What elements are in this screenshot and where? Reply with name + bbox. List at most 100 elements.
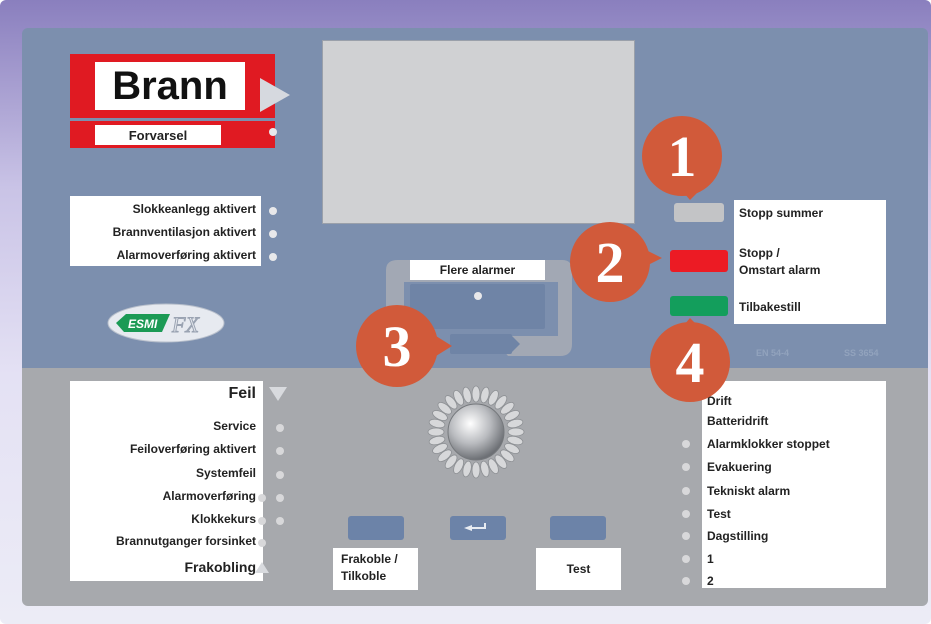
frakoble-label-box	[333, 548, 418, 590]
knob-tooth	[444, 395, 458, 410]
control-knob[interactable]	[422, 380, 530, 484]
fault-led	[258, 517, 266, 525]
fault-led	[276, 447, 284, 455]
fault-led	[276, 471, 284, 479]
knob-tooth	[506, 418, 524, 429]
fault-led	[276, 494, 284, 502]
indicator-label: Brannventilasjon aktivert	[112, 225, 256, 239]
control-panel: Brann Forvarsel Slokkeanlegg aktivert Br…	[22, 28, 928, 606]
stopp-summer-button[interactable]	[674, 203, 724, 222]
fault-item: Feiloverføring aktivert	[129, 442, 256, 456]
standard-ss: SS 3654	[844, 348, 879, 358]
fault-led	[258, 494, 266, 502]
frakoble-label-line2: Tilkoble	[341, 569, 387, 583]
status-led	[682, 577, 690, 585]
scroll-button[interactable]	[450, 334, 512, 354]
fault-item: Systemfeil	[195, 466, 256, 480]
svg-text:ESMI: ESMI	[128, 317, 158, 331]
status-list-panel	[702, 381, 886, 588]
indicator-label: Slokkeanlegg aktivert	[132, 202, 256, 216]
tilbakestill-label: Tilbakestill	[739, 300, 801, 314]
knob-tooth	[437, 402, 452, 415]
fault-led	[276, 517, 284, 525]
knob-tooth	[494, 454, 508, 469]
stopp-omstart-alarm-button[interactable]	[670, 250, 728, 272]
indicator-label: Alarmoverføring aktivert	[116, 248, 256, 262]
status-item: Test	[707, 507, 731, 521]
display-screen	[322, 40, 635, 224]
brann-arrow-icon	[260, 78, 290, 112]
knob-tooth	[471, 461, 481, 479]
test-function-button[interactable]	[550, 516, 606, 540]
knob-tooth	[453, 389, 465, 406]
knob-tooth	[487, 389, 499, 406]
callout-4: 4	[650, 322, 730, 402]
test-label-box	[536, 548, 621, 590]
knob-tooth	[504, 410, 520, 421]
knob-tooth	[500, 449, 515, 462]
status-led	[682, 532, 690, 540]
status-led	[682, 487, 690, 495]
knob-tooth	[506, 435, 524, 446]
esmi-fx-logo: ESMI FX	[107, 303, 225, 343]
fault-item: Service	[213, 419, 256, 433]
knob-tooth	[444, 454, 458, 469]
knob-tooth	[480, 386, 490, 404]
more-alarms-button[interactable]	[410, 284, 545, 329]
callout-2: 2	[570, 222, 650, 302]
knob-tooth	[432, 410, 448, 421]
knob-tooth	[437, 449, 452, 462]
tilbakestill-button[interactable]	[670, 296, 728, 316]
status-item: 2	[707, 574, 714, 588]
status-led	[682, 440, 690, 448]
knob-tooth	[507, 427, 525, 437]
fault-led	[276, 424, 284, 432]
status-item: Tekniskt alarm	[707, 484, 791, 498]
frakoble-label-line1: Frakoble /	[341, 552, 398, 566]
activation-indicators-panel	[70, 196, 261, 266]
indicator-led	[269, 207, 277, 215]
stopp-label-line1: Stopp /	[739, 246, 780, 260]
brann-label: Brann	[95, 62, 245, 110]
triangle-up-icon	[255, 562, 269, 573]
fault-item: Brannutganger forsinket	[115, 534, 256, 548]
feil-title: Feil	[228, 385, 256, 402]
standard-en: EN 54-4	[756, 348, 790, 358]
knob-tooth	[480, 460, 490, 478]
knob-tooth	[427, 427, 445, 437]
return-button[interactable]	[450, 516, 506, 540]
more-alarms-led	[474, 292, 482, 300]
fault-list-panel	[70, 381, 263, 581]
knob-tooth	[462, 460, 472, 478]
callout-1: 1	[642, 116, 722, 196]
knob-tooth	[504, 443, 520, 454]
status-item: Batteridrift	[707, 414, 769, 428]
knob-tooth	[453, 458, 465, 475]
stopp-summer-label: Stopp summer	[739, 206, 824, 220]
fault-item: Klokkekurs	[191, 512, 256, 526]
arrow-right-icon	[510, 334, 520, 354]
status-item: 1	[707, 552, 714, 566]
status-item: Alarmklokker stoppet	[707, 437, 830, 451]
knob-tooth	[500, 402, 515, 415]
frakobling-label: Frakobling	[184, 559, 256, 575]
stopp-label-line2: Omstart alarm	[739, 263, 821, 277]
forvarsel-label: Forvarsel	[95, 125, 221, 145]
callout-3: 3	[356, 305, 438, 387]
forvarsel-led	[269, 128, 277, 136]
fault-item: Alarmoverføring	[162, 489, 256, 503]
frakoble-button[interactable]	[348, 516, 404, 540]
knob-tooth	[487, 458, 499, 475]
knob-tooth	[494, 395, 508, 410]
more-alarms-label: Flere alarmer	[439, 263, 516, 277]
more-alarms-label-box	[410, 260, 545, 280]
knob-tooth	[428, 435, 446, 446]
status-item: Drift	[707, 394, 732, 408]
knob-tooth	[462, 386, 472, 404]
svg-text:FX: FX	[171, 312, 200, 337]
knob-tooth	[428, 418, 446, 429]
test-label: Test	[566, 562, 591, 576]
knob-tooth	[432, 443, 448, 454]
fault-led	[258, 539, 266, 547]
triangle-down-icon	[269, 387, 287, 401]
